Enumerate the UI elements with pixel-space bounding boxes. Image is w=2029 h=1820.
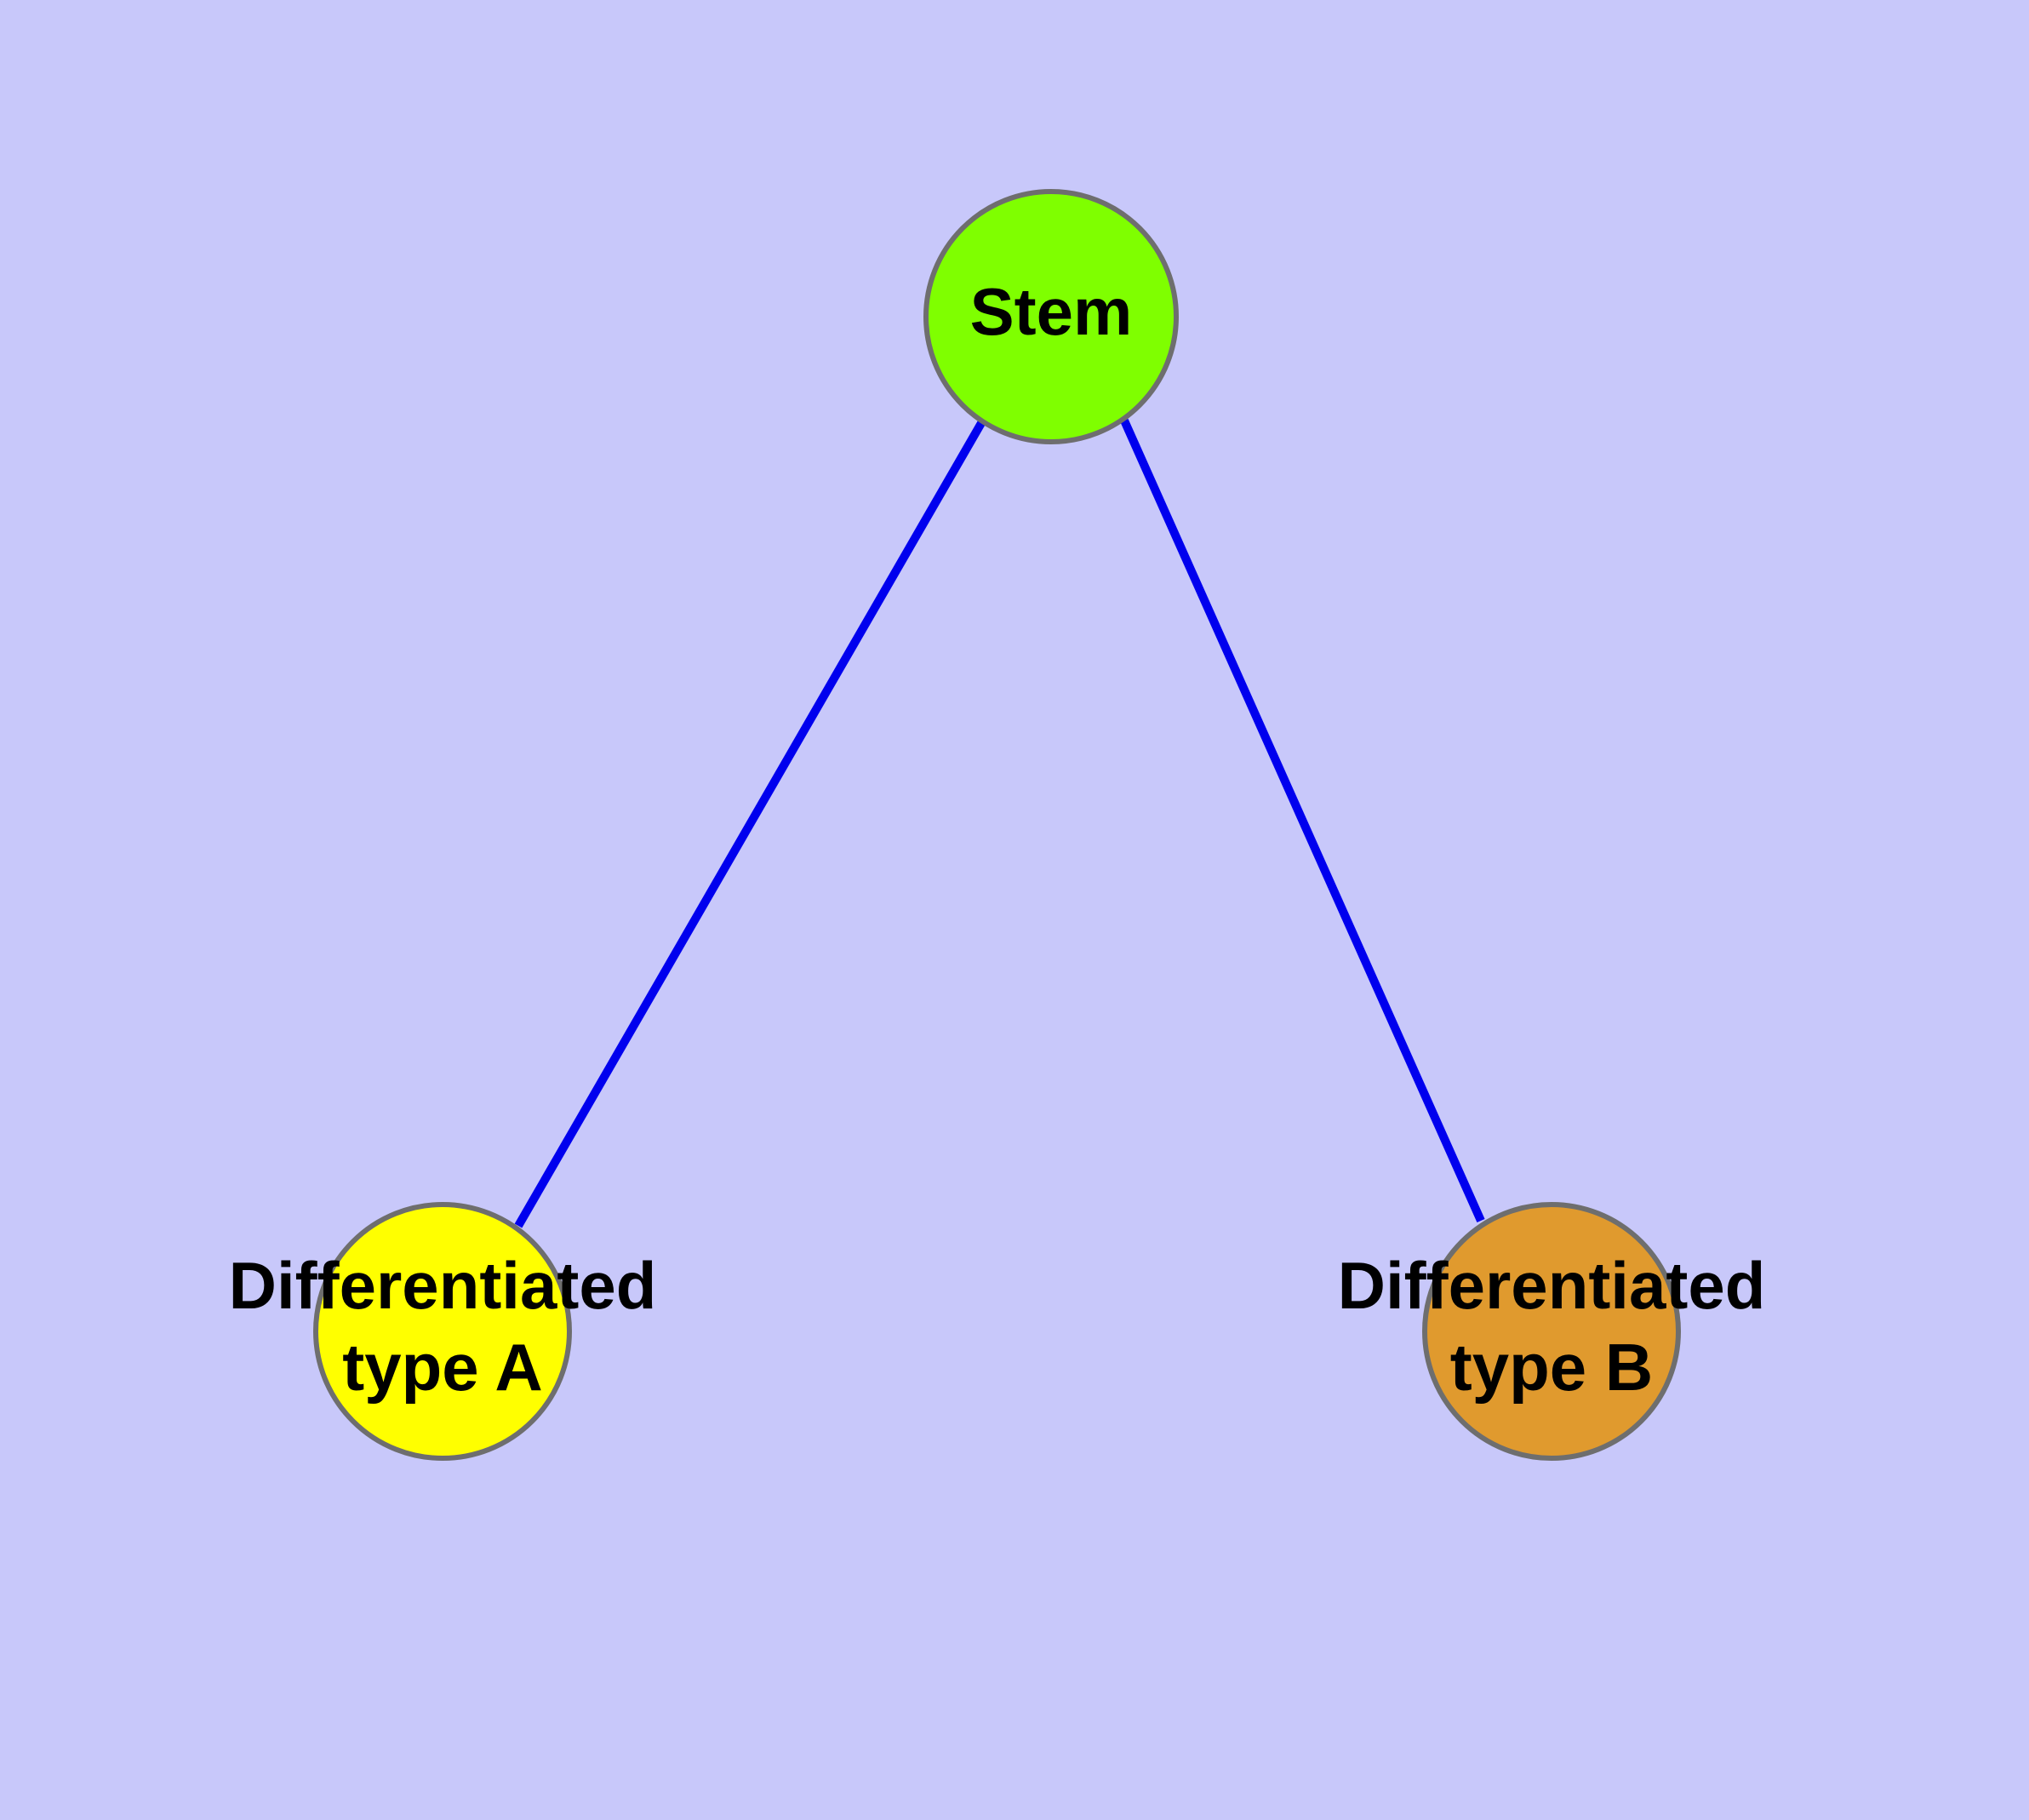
graph-node-label-line: type A <box>342 1330 543 1405</box>
graph-node-stem[interactable] <box>923 189 1179 444</box>
graph-edge-stem-to-diff-b <box>1120 418 1485 1223</box>
graph-node-label-line: Differentiated <box>1338 1248 1766 1323</box>
nodes-layer <box>313 189 1681 1461</box>
graph-node-label-line: Differentiated <box>229 1248 657 1323</box>
graph-node-label-stem: Stem <box>970 274 1133 349</box>
edges-layer <box>514 418 1485 1228</box>
graph-edge-stem-to-diff-a <box>514 421 986 1228</box>
graph-node-diff_a[interactable] <box>313 1202 572 1461</box>
graph-node-label-line: Stem <box>970 274 1133 349</box>
graph-node-label-line: type B <box>1450 1330 1653 1405</box>
graph-node-diff_b[interactable] <box>1422 1202 1681 1461</box>
